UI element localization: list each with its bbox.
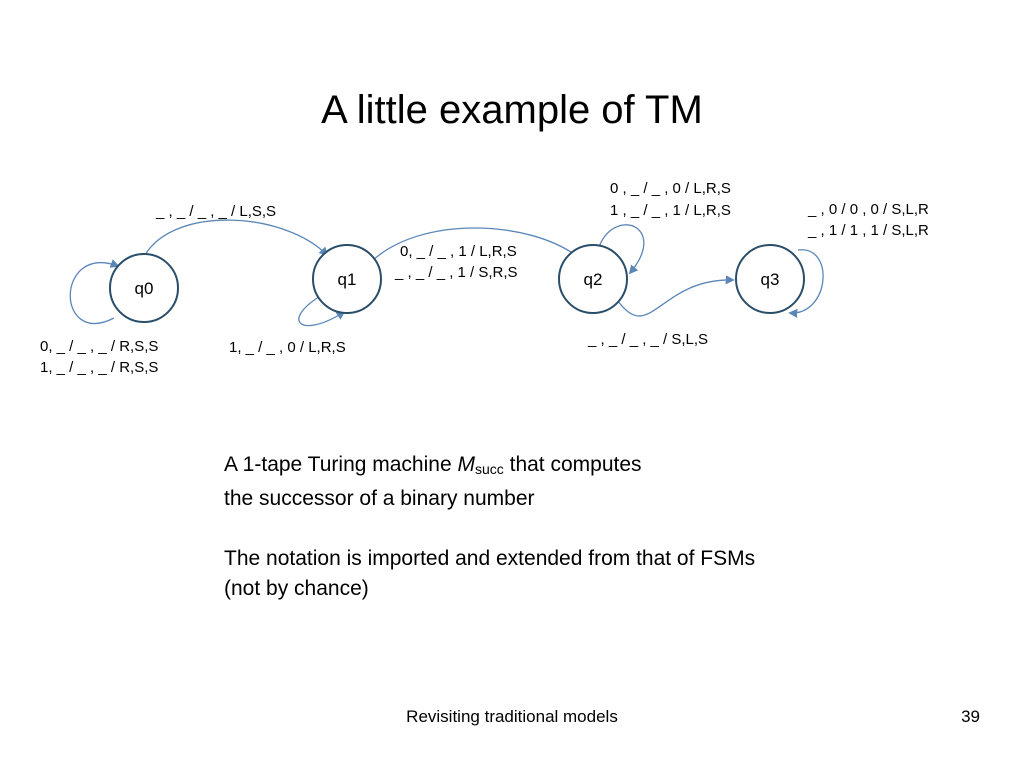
edge-q2-self (597, 224, 645, 275)
label-q1-self: 1, _ / _ , 0 / L,R,S (229, 339, 346, 356)
machine-subscript: succ (474, 461, 504, 477)
label-q3-self-1: _ , 0 / 0 , 0 / S,L,R (807, 201, 929, 218)
state-label-q3: q3 (761, 270, 780, 289)
state-q1 (312, 244, 382, 314)
slide-title: A little example of TM (321, 88, 703, 132)
description-line-3: The notation is imported and extended fr… (224, 547, 756, 570)
description: A 1-tape Turing machine Msucc that compu… (224, 450, 944, 604)
label-q3-self-2: _ , 1 / 1 , 1 / S,L,R (807, 222, 929, 239)
label-q1-q2-1: 0, _ / _ , 1 / L,R,S (400, 243, 517, 260)
edge-q2-q3 (617, 275, 735, 317)
state-label-q2: q2 (584, 270, 603, 289)
description-line-4: (not by chance) (224, 577, 369, 600)
footer-text: Revisiting traditional models (406, 707, 618, 726)
label-q2-q3: _ , _ / _ , _ / S,L,S (587, 331, 708, 348)
label-q0-self-2: 1, _ / _ , _ / R,S,S (40, 359, 158, 376)
edge-q1-q2 (370, 227, 580, 263)
label-q2-self-1: 0 , _ / _ , 0 / L,R,S (610, 180, 731, 197)
page-number: 39 (961, 707, 980, 726)
edge-q3-self (788, 249, 824, 318)
machine-name: M (457, 453, 475, 476)
label-q1-q2-2: _ , _ / _ , 1 / S,R,S (394, 264, 518, 281)
state-label-q0: q0 (135, 279, 154, 298)
label-q0-self-1: 0, _ / _ , _ / R,S,S (40, 338, 158, 355)
edge-q0-self (69, 259, 120, 325)
state-q2 (558, 244, 628, 314)
state-q3 (735, 244, 805, 314)
description-line-2: the successor of a binary number (224, 487, 535, 510)
edge-q1-self (298, 294, 346, 327)
label-q0-q1: _ , _ / _ , _ / L,S,S (155, 203, 276, 220)
label-q2-self-2: 1 , _ / _ , 1 / L,R,S (610, 202, 731, 219)
description-line-1: A 1-tape Turing machine Msucc that compu… (224, 453, 642, 477)
edge-q0-q1 (144, 219, 329, 257)
state-q0 (109, 253, 179, 323)
state-label-q1: q1 (338, 270, 357, 289)
